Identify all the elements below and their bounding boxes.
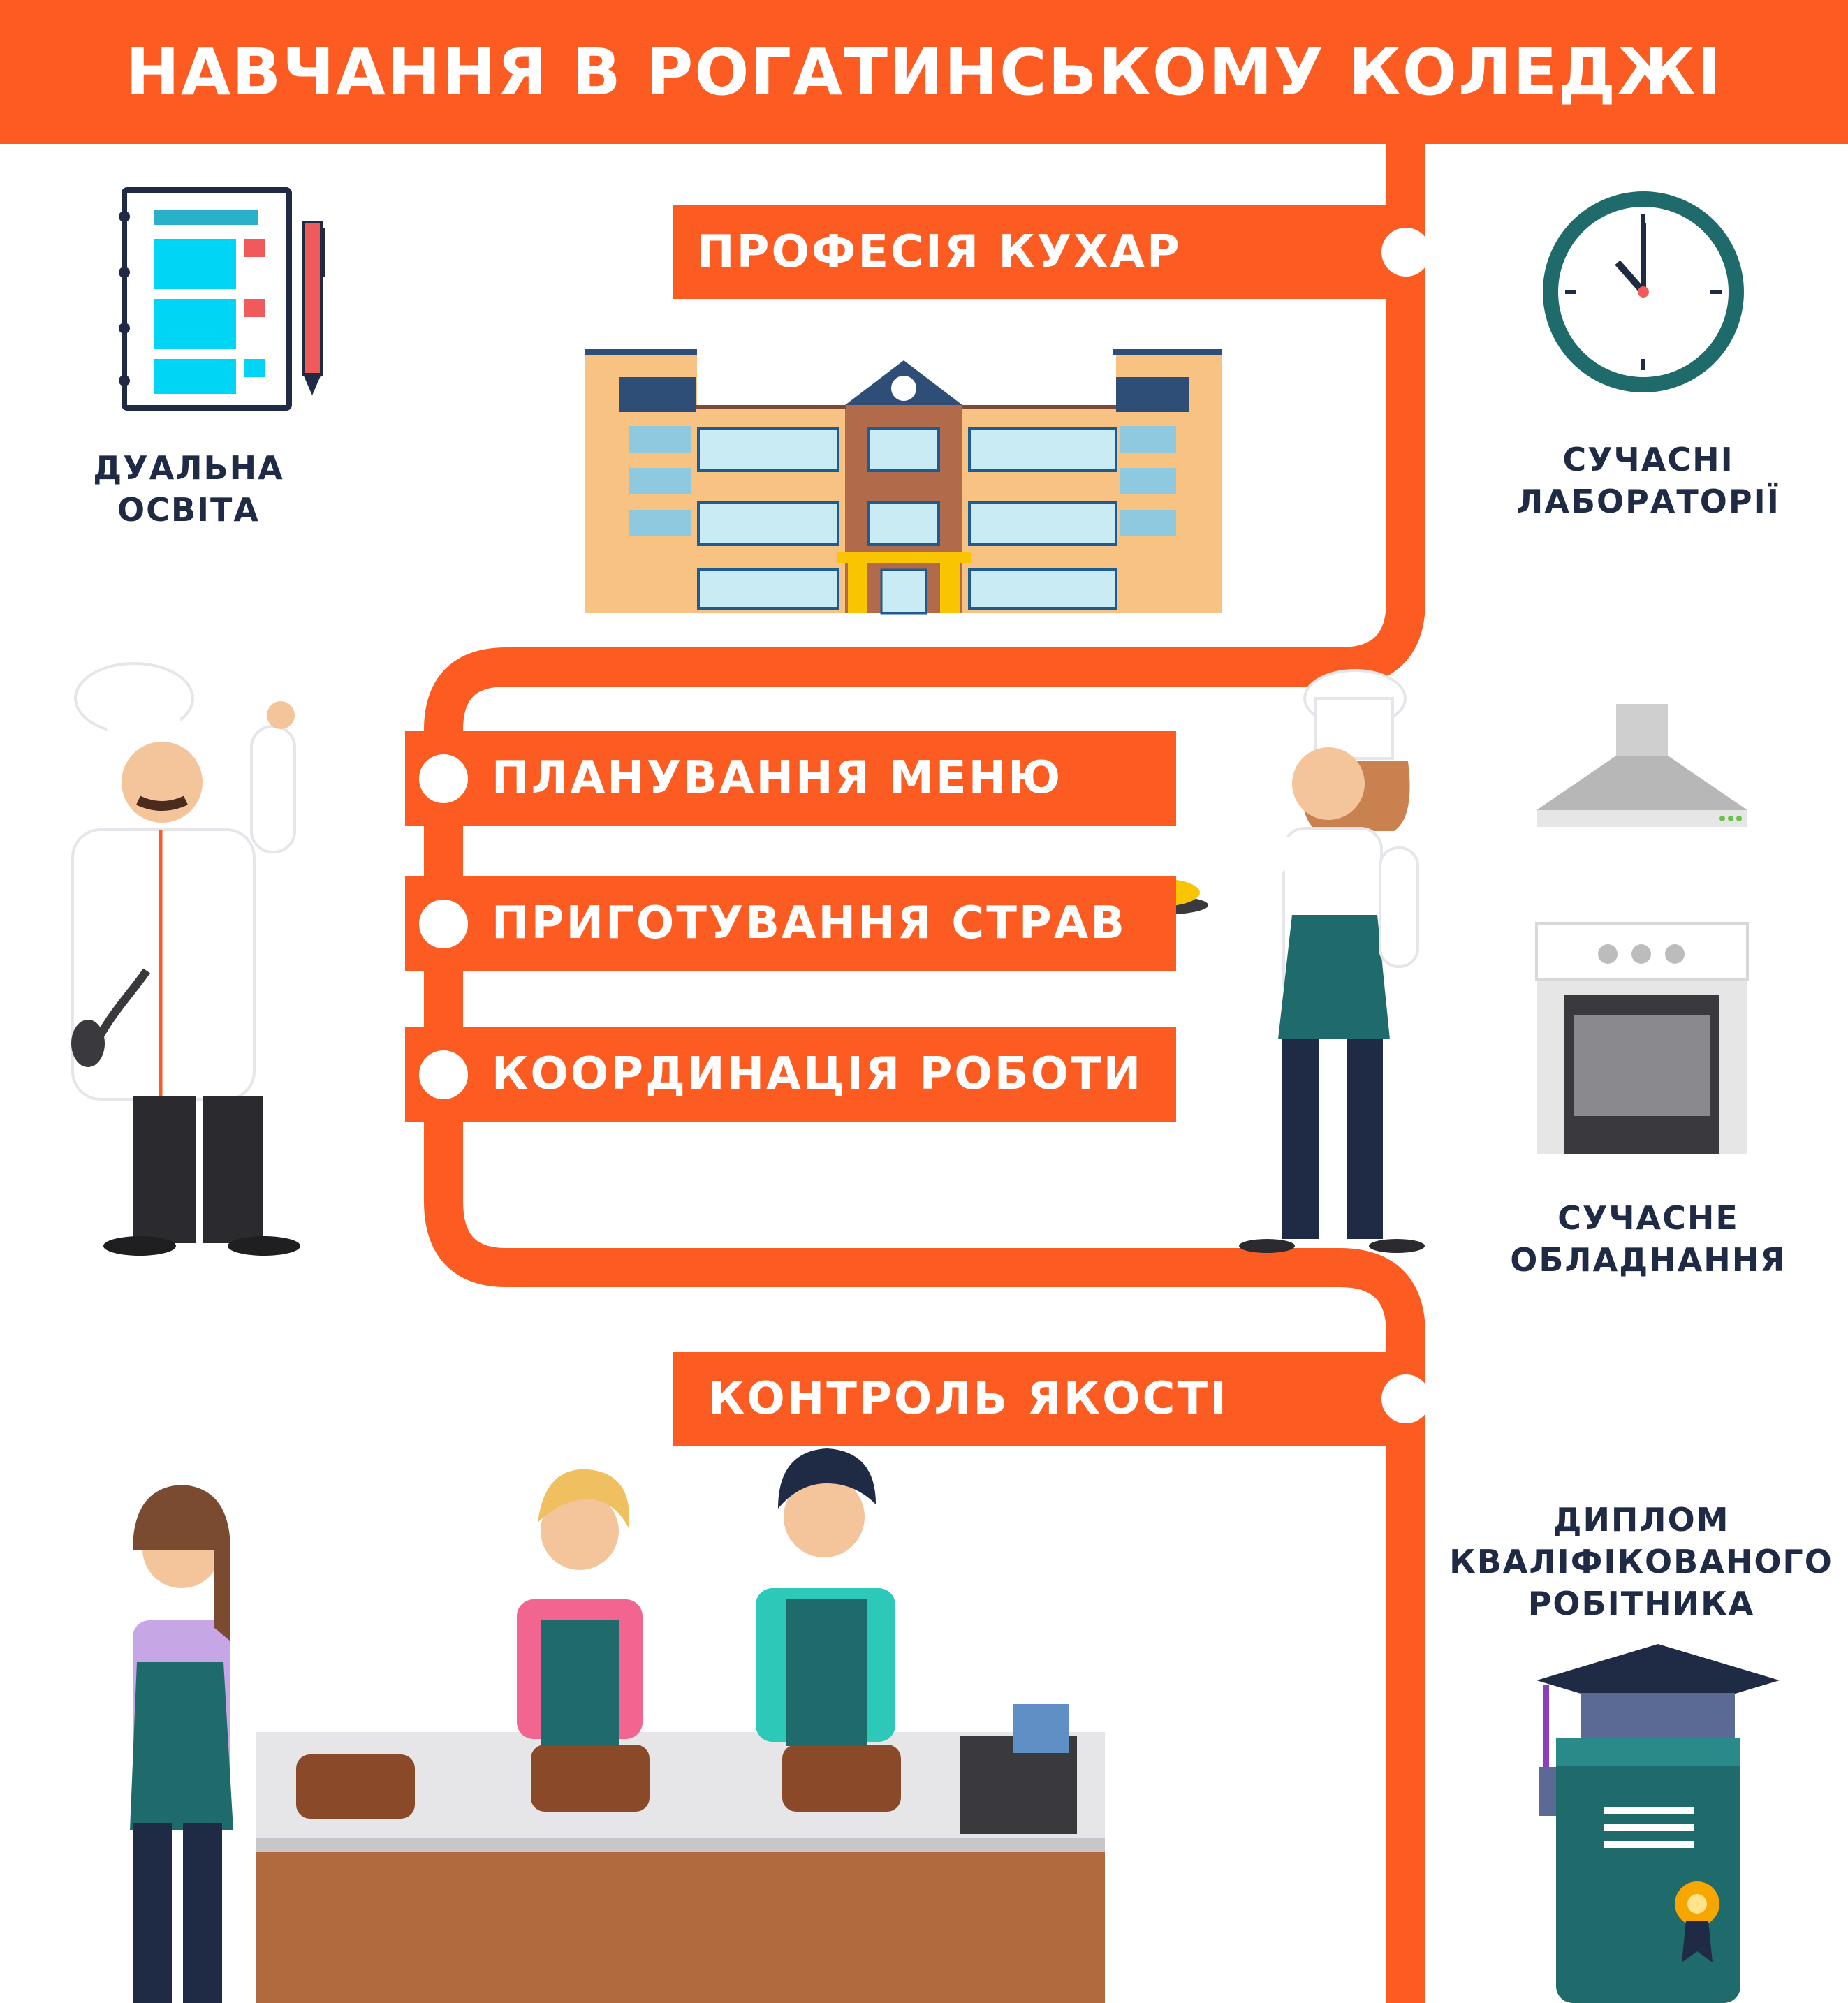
bar-coordination-label: КООРДИНАЦІЯ РОБОТИ bbox=[492, 1048, 1143, 1100]
header-banner: НАВЧАННЯ В РОГАТИНСЬКОМУ КОЛЕДЖІ bbox=[0, 0, 1848, 144]
path-node bbox=[419, 900, 468, 948]
bar-menu-planning: ПЛАНУВАННЯ МЕНЮ bbox=[405, 731, 1176, 826]
oven-icon bbox=[1535, 922, 1749, 1154]
chef-male bbox=[71, 662, 300, 1256]
college-building bbox=[585, 349, 1222, 615]
caption-modern-equipment: СУЧАСНЕ ОБЛАДНАННЯ bbox=[1510, 1199, 1787, 1279]
bar-profession: ПРОФЕСІЯ КУХАР bbox=[673, 205, 1425, 299]
bar-coordination: КООРДИНАЦІЯ РОБОТИ bbox=[405, 1027, 1176, 1122]
caption-modern-labs: СУЧАСНІ ЛАБОРАТОРІЇ bbox=[1516, 441, 1780, 520]
pen-icon bbox=[302, 221, 325, 395]
path-node bbox=[419, 1050, 468, 1099]
path-node bbox=[419, 754, 468, 803]
bar-quality-control-label: КОНТРОЛЬ ЯКОСТІ bbox=[708, 1373, 1229, 1425]
bar-quality-control: КОНТРОЛЬ ЯКОСТІ bbox=[673, 1352, 1425, 1446]
clock-icon bbox=[1543, 191, 1744, 392]
bar-profession-label: ПРОФЕСІЯ КУХАР bbox=[697, 226, 1182, 278]
students-cooking bbox=[130, 1448, 1105, 2003]
diploma-scroll-icon bbox=[1556, 1738, 1740, 2003]
path-node bbox=[1381, 228, 1430, 277]
bar-cooking-label: ПРИГОТУВАННЯ СТРАВ bbox=[492, 897, 1127, 949]
bar-menu-planning-label: ПЛАНУВАННЯ МЕНЮ bbox=[492, 752, 1063, 804]
range-hood-icon bbox=[1537, 704, 1747, 827]
notebook-icon bbox=[119, 187, 292, 411]
chef-female bbox=[1110, 669, 1425, 1253]
page-title: НАВЧАННЯ В РОГАТИНСЬКОМУ КОЛЕДЖІ bbox=[125, 34, 1723, 110]
caption-diploma: ДИПЛОМ КВАЛІФІКОВАНОГО РОБІТНИКА bbox=[1449, 1501, 1833, 1622]
caption-dual-education: ДУАЛЬНА ОСВІТА bbox=[93, 449, 284, 529]
path-node bbox=[1381, 1374, 1430, 1423]
bar-cooking: ПРИГОТУВАННЯ СТРАВ bbox=[405, 876, 1176, 971]
